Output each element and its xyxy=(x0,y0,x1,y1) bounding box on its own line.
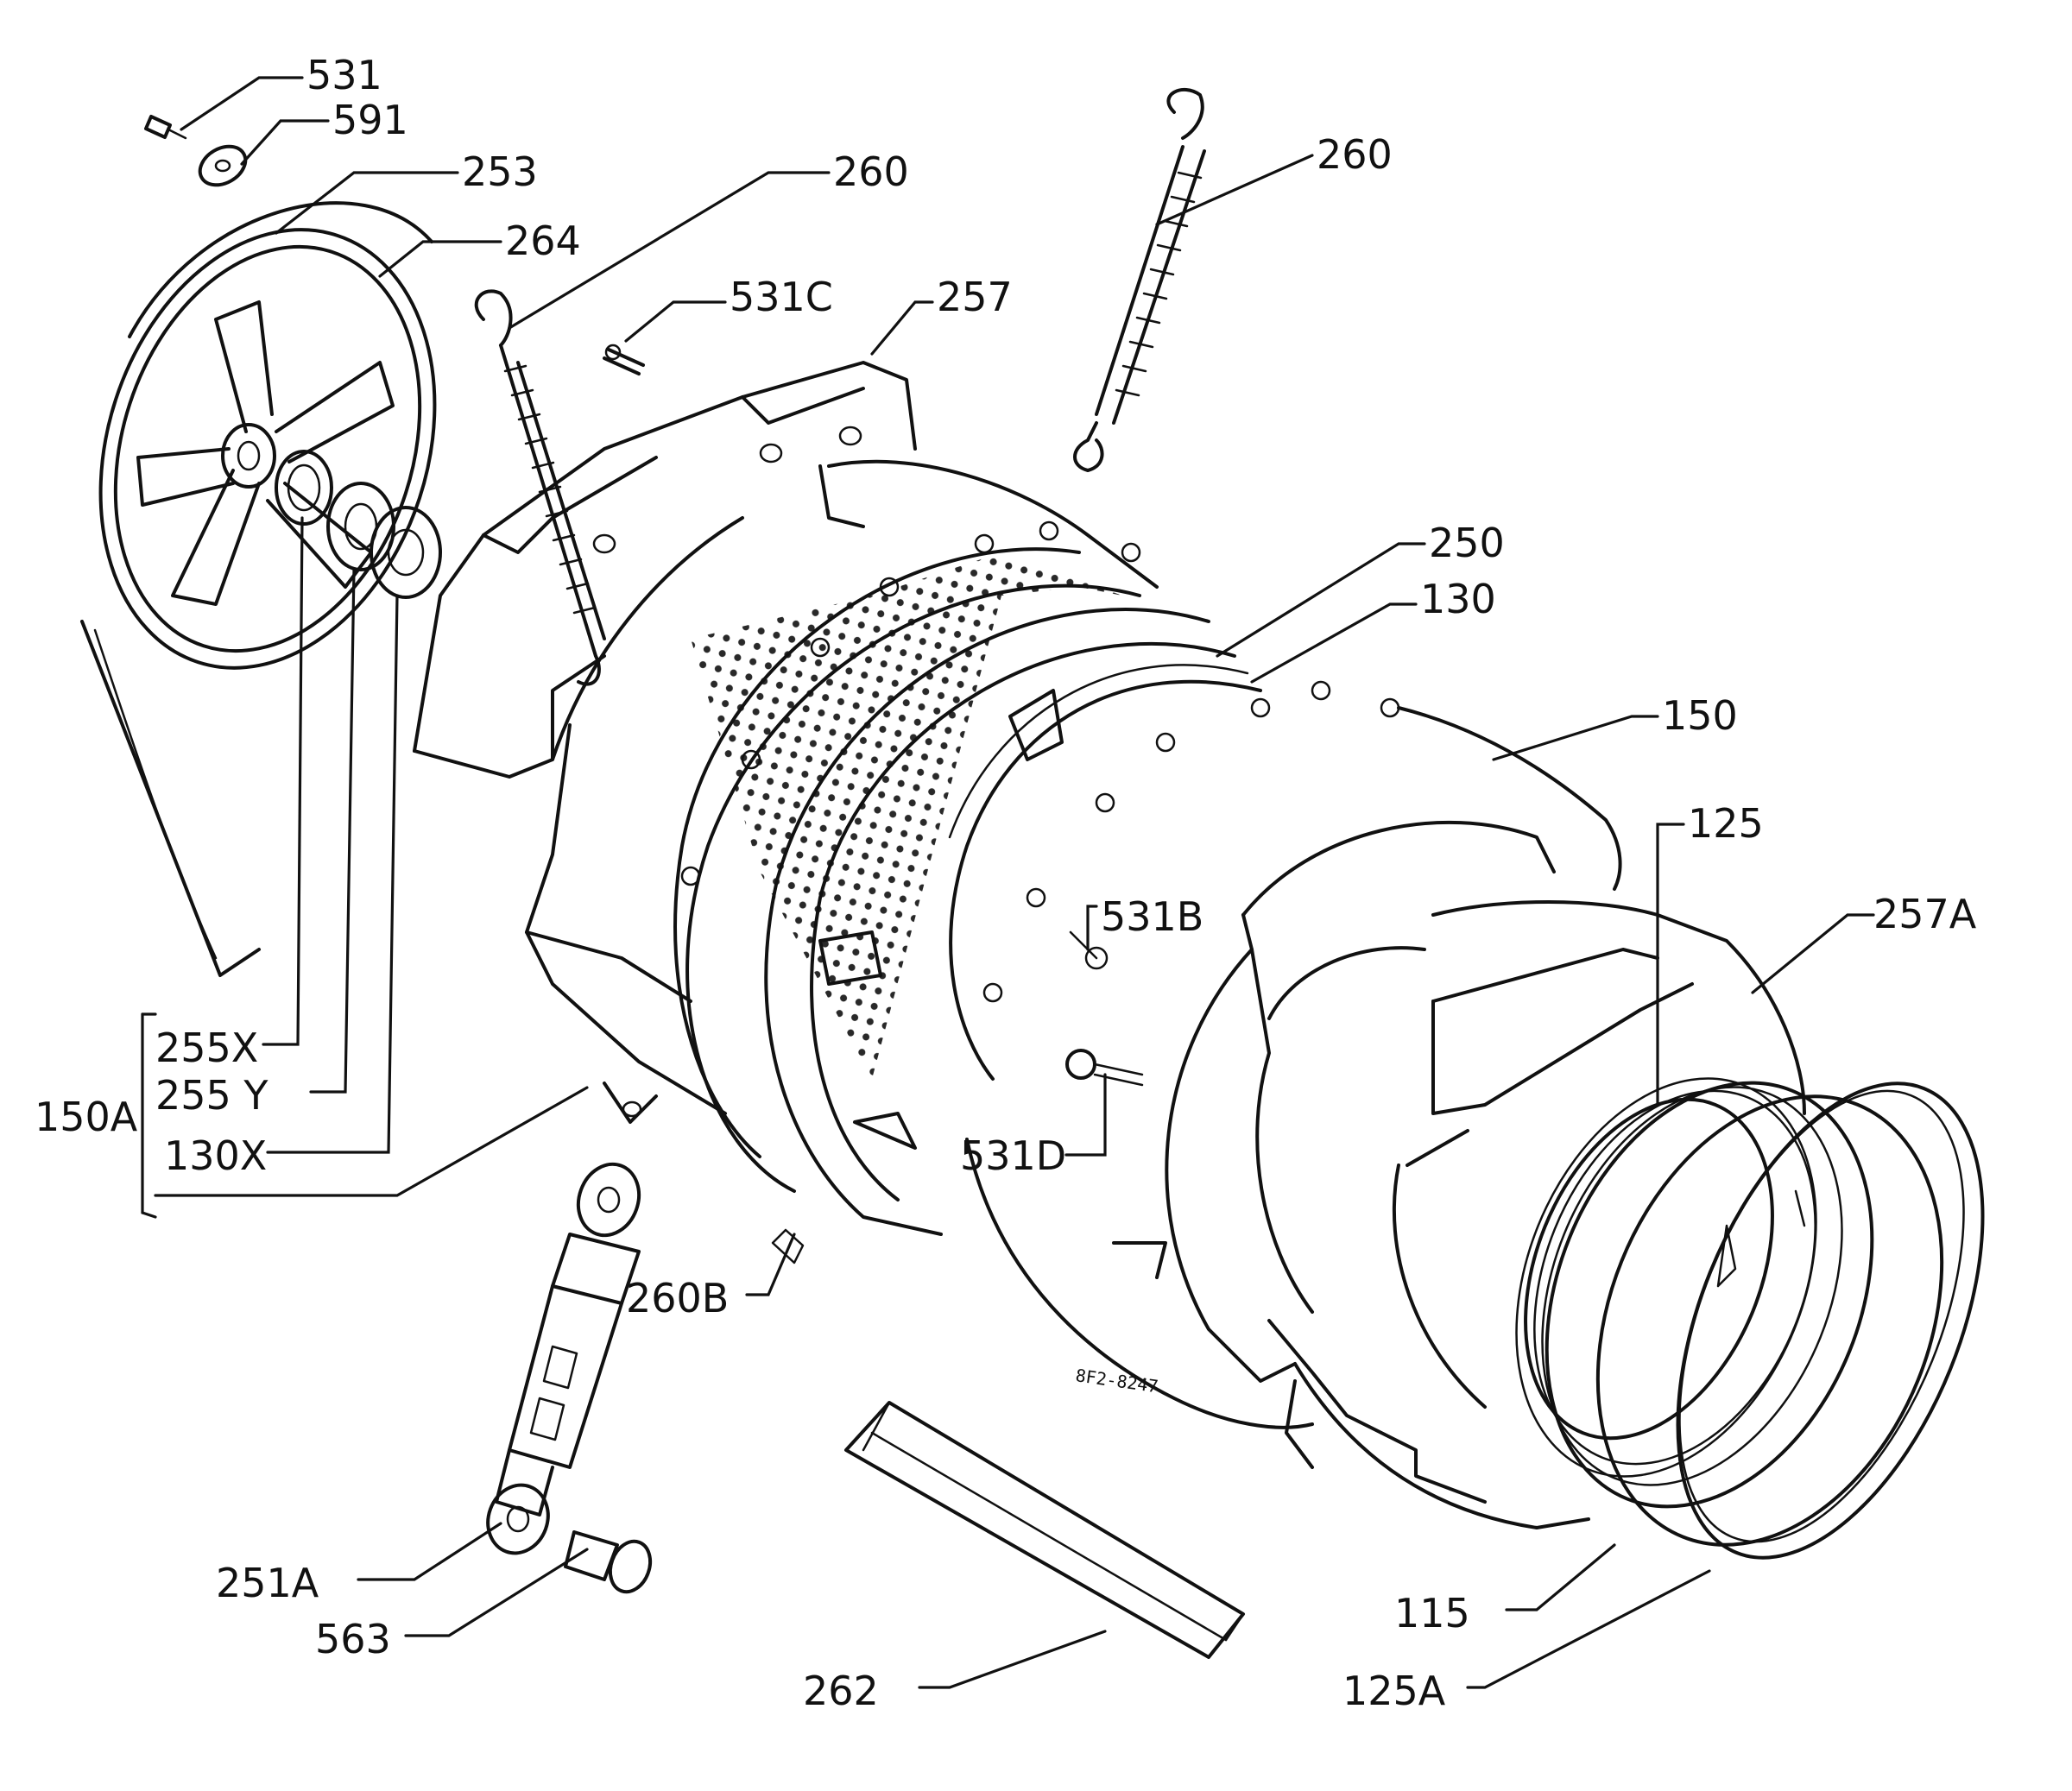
bolt-531b xyxy=(1069,930,1109,970)
label-257a: 257A xyxy=(1873,891,1977,937)
label-130: 130 xyxy=(1420,576,1496,622)
rear-tub-half xyxy=(413,361,1159,1124)
label-257: 257 xyxy=(937,274,1013,320)
tub-gasket-ring xyxy=(948,664,1400,1081)
label-264: 264 xyxy=(505,218,581,264)
seal-255x xyxy=(275,450,333,526)
label-125a: 125A xyxy=(1342,1668,1446,1714)
leader-lines xyxy=(141,76,1875,1689)
label-531c: 531C xyxy=(730,274,833,320)
bolt-531c xyxy=(603,344,645,375)
door-clamp-125 xyxy=(1515,1077,1817,1478)
label-260-right: 260 xyxy=(1317,131,1393,178)
trim-strip-262 xyxy=(844,1401,1245,1659)
label-563: 563 xyxy=(315,1616,391,1662)
label-251a: 251A xyxy=(216,1560,319,1606)
label-125: 125 xyxy=(1688,800,1764,847)
label-260b: 260B xyxy=(626,1275,729,1321)
door-clamp-ring-125a xyxy=(1676,1082,1985,1560)
perforated-drum xyxy=(673,520,1236,1236)
door-boot-115 xyxy=(1524,1081,1944,1547)
label-130x: 130X xyxy=(164,1132,267,1179)
drawing-code: 8F2-8247 xyxy=(1074,1365,1159,1397)
pulley-fixings xyxy=(144,115,248,187)
label-255y: 255 Y xyxy=(155,1072,268,1119)
drive-belt xyxy=(80,201,433,977)
front-tub-half xyxy=(965,706,1622,1529)
label-250: 250 xyxy=(1429,520,1505,566)
bolt-531d xyxy=(1065,1049,1144,1087)
pulley-wheel xyxy=(98,228,437,670)
label-150a: 150A xyxy=(35,1094,138,1140)
label-255x: 255X xyxy=(155,1025,258,1071)
label-591: 591 xyxy=(332,97,408,143)
label-531b: 531B xyxy=(1101,893,1203,940)
suspension-spring-left xyxy=(474,289,606,686)
label-115: 115 xyxy=(1394,1590,1470,1636)
shock-bolt-563 xyxy=(564,1530,653,1594)
label-150: 150 xyxy=(1662,692,1738,739)
label-262: 262 xyxy=(803,1668,879,1714)
label-260-left: 260 xyxy=(833,148,909,195)
label-531d: 531D xyxy=(960,1132,1066,1179)
shock-absorber xyxy=(486,1162,641,1555)
front-counterweight-257a xyxy=(1267,900,1806,1504)
label-531: 531 xyxy=(306,52,382,98)
clip-260b xyxy=(771,1228,805,1264)
suspension-spring-right xyxy=(1073,87,1206,472)
bearing-130x xyxy=(370,506,442,599)
label-253: 253 xyxy=(462,148,538,195)
